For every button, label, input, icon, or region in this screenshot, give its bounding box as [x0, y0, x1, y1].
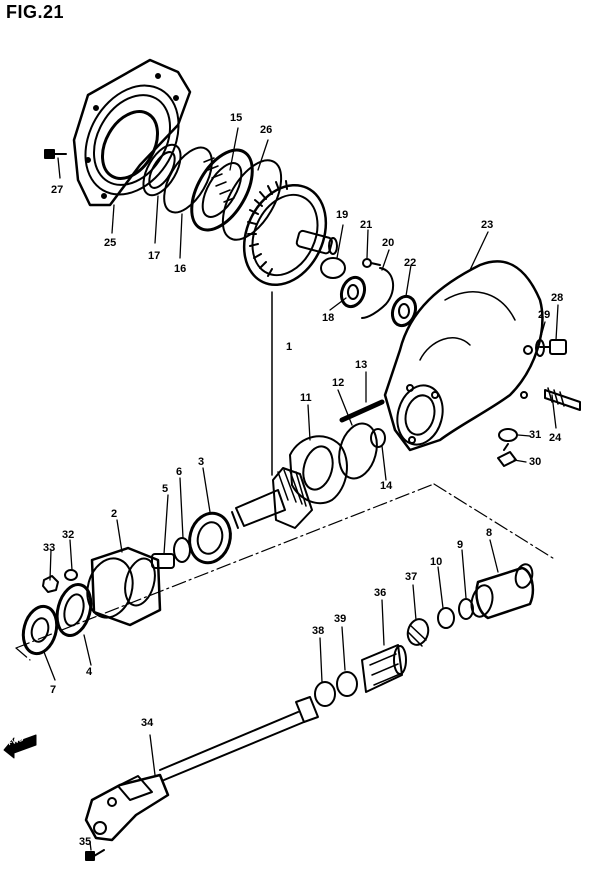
callout-20: 20: [382, 237, 395, 249]
callout-3: 3: [198, 456, 205, 468]
pinion-retainer-2: [86, 546, 162, 627]
breather-24: [544, 387, 581, 411]
spacer-6: [173, 537, 191, 563]
callout-2: 2: [111, 508, 118, 520]
assembly-boundary: [15, 483, 557, 661]
stud-13: [339, 399, 385, 423]
callout-15: 15: [230, 112, 243, 124]
collapsible-spacer-5: [151, 553, 175, 569]
callout-5: 5: [162, 483, 169, 495]
bolt-21: [362, 258, 381, 268]
callout-13: 13: [355, 359, 368, 371]
callout-1: 1: [286, 341, 293, 353]
leader-lines: [43, 127, 559, 851]
callout-23: 23: [481, 219, 494, 231]
callout-27: 27: [51, 184, 64, 196]
ring-gear: [242, 180, 338, 287]
gasket-11: [289, 435, 348, 505]
nut-10: [437, 607, 455, 629]
nut-14: [370, 428, 386, 448]
callout-25: 25: [104, 237, 117, 249]
differential-housing: [383, 260, 544, 452]
callout-37: 37: [405, 571, 418, 583]
callout-11: 11: [300, 392, 312, 404]
flange-cover-plate: [72, 58, 192, 207]
bearing-18: [339, 275, 367, 309]
callout-35: 35: [79, 836, 92, 848]
callout-14: 14: [380, 480, 393, 492]
drive-pinion: [231, 467, 313, 529]
spacer-19: [320, 257, 346, 279]
callout-9: 9: [457, 539, 464, 551]
callout-22: 22: [404, 257, 417, 269]
callout-39: 39: [334, 613, 347, 625]
callout-16: 16: [174, 263, 187, 275]
companion-flange-7: [21, 604, 59, 656]
washer-9: [458, 598, 474, 620]
callout-36: 36: [374, 587, 387, 599]
callout-4: 4: [86, 666, 93, 678]
bearing-15: [190, 148, 254, 232]
shim-16: [163, 146, 213, 214]
callout-33: 33: [43, 542, 56, 554]
propeller-shaft-34: [84, 696, 319, 842]
figure-title: FIG.21: [6, 2, 65, 22]
snap-ring-39: [336, 671, 358, 697]
shim-26: [221, 159, 283, 241]
callout-18: 18: [322, 312, 335, 324]
callout-26: 26: [260, 124, 273, 136]
callout-12: 12: [332, 377, 345, 389]
universal-joint-housing-8: [470, 563, 534, 620]
callout-28: 28: [551, 292, 564, 304]
callout-10: 10: [430, 556, 443, 568]
callout-7: 7: [50, 684, 57, 696]
callout-19: 19: [336, 209, 349, 221]
callout-8: 8: [486, 527, 493, 539]
callout-24: 24: [549, 432, 562, 444]
nut-33: [42, 575, 59, 593]
callout-34: 34: [141, 717, 154, 729]
callout-32: 32: [62, 529, 75, 541]
callout-17: 17: [148, 250, 161, 262]
callout-6: 6: [176, 466, 183, 478]
plug-28: [539, 339, 567, 355]
callout-21: 21: [360, 219, 373, 231]
callout-31: 31: [529, 429, 542, 441]
callout-29: 29: [538, 309, 551, 321]
oil-seal-4: [55, 583, 93, 637]
gasket-31: [498, 428, 518, 442]
washer-32: [64, 569, 78, 581]
bearing-22: [390, 294, 418, 328]
callout-30: 30: [529, 456, 542, 468]
plug-30: [497, 443, 517, 467]
bearing-3: [188, 511, 232, 565]
spring-37: [406, 618, 430, 647]
retainer-20: [361, 267, 395, 319]
splined-sleeve-36: [361, 644, 407, 693]
bolt-35: [85, 849, 105, 861]
o-ring-12: [338, 422, 378, 480]
callout-38: 38: [312, 625, 325, 637]
circlip-38: [314, 681, 336, 707]
forward-direction-arrow: [3, 734, 37, 759]
bolt-27: [44, 149, 67, 159]
